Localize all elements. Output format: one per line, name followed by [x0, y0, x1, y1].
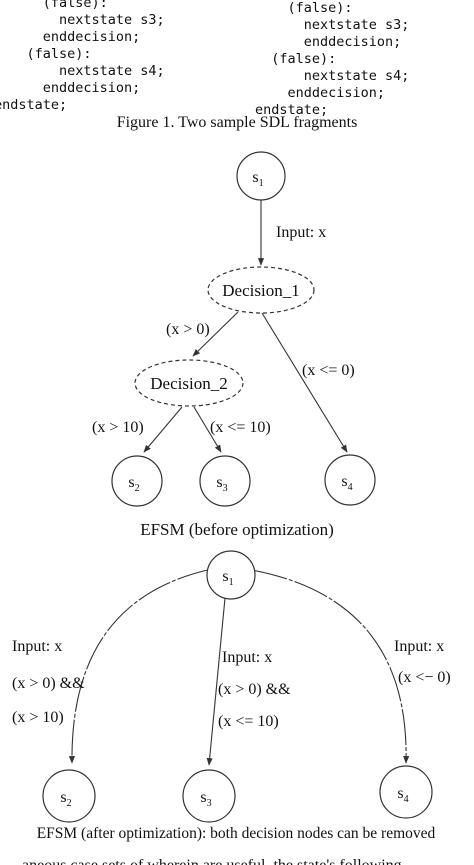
sdl-fragment-right: (false): nextstate s3; enddecision; (fal…	[255, 0, 409, 119]
edge-decision1-decision2	[192, 311, 239, 357]
code-line: enddecision;	[0, 29, 141, 45]
code-line: nextstate s4;	[255, 68, 410, 84]
edge-s1-s4	[251, 569, 410, 764]
code-line: (false):	[0, 46, 92, 62]
code-line: endstate;	[0, 97, 68, 113]
code-line: nextstate s3;	[0, 12, 165, 28]
state-node-s4	[324, 454, 376, 506]
edge-label-right-1: Input: x	[394, 638, 444, 655]
state-node-s4-label: s4	[397, 785, 408, 805]
state-node-s2-label: s2	[128, 474, 139, 494]
edge-label-left-3: (x > 10)	[12, 709, 64, 726]
truncated-body-text: aneous case sets of wherein are useful, …	[22, 857, 402, 865]
edge-decision2-s3	[193, 406, 222, 453]
edge-label-x-gt-10: (x > 10)	[92, 419, 144, 436]
state-node-s4-label: s4	[341, 473, 352, 493]
decision-node-1-label: Decision_1	[222, 281, 299, 300]
figure-caption: Figure 1. Two sample SDL fragments	[116, 114, 358, 131]
state-node-s2-label: s2	[60, 789, 71, 809]
state-node-s2	[42, 769, 96, 823]
edge-s1-s3	[206, 597, 226, 766]
edge-label-x-gt-0: (x > 0)	[166, 321, 210, 338]
efsm-before: Input: x (x > 0) (x <= 0) (x > 10) (x <=…	[92, 151, 376, 539]
edge-label-middle-2: (x > 0) &&	[218, 681, 291, 698]
state-node-s1-label: s1	[252, 169, 263, 189]
edge-s1-s2	[68, 568, 213, 764]
decision-node-1	[207, 266, 315, 314]
edge-label-middle-3: (x <= 10)	[218, 713, 279, 730]
edge-label-left-2: (x > 0) &&	[12, 675, 85, 692]
efsm-after: Input: x (x > 0) && (x > 10) Input: x (x…	[12, 550, 451, 842]
sdl-fragment-left: (false): nextstate s3; enddecision; (fal…	[0, 0, 165, 114]
edge-label-x-le-10: (x <= 10)	[210, 419, 271, 436]
code-line: (false):	[255, 51, 337, 67]
state-node-s3	[199, 455, 251, 507]
efsm-after-caption: EFSM (after optimization): both decision…	[37, 825, 436, 842]
code-line: nextstate s4;	[0, 63, 165, 79]
edge-label-x-le-0: (x <= 0)	[302, 362, 355, 379]
code-line: (false):	[255, 0, 353, 16]
state-node-s2	[111, 455, 163, 507]
state-node-s1	[206, 550, 256, 600]
code-line: (false):	[0, 0, 108, 11]
decision-node-2-label: Decision_2	[150, 374, 227, 393]
edge-label-input: Input: x	[276, 224, 326, 241]
edge-decision2-s2	[143, 406, 183, 453]
code-line: endstate;	[255, 102, 329, 118]
code-line: enddecision;	[0, 80, 141, 96]
edge-label-left-1: Input: x	[12, 638, 62, 655]
efsm-before-caption: EFSM (before optimization)	[140, 520, 334, 539]
state-node-s3-label: s3	[200, 789, 211, 809]
state-node-s3-label: s3	[216, 474, 227, 494]
edge-decision1-s4	[261, 312, 348, 453]
code-line: nextstate s3;	[255, 17, 410, 33]
edge-label-middle-1: Input: x	[222, 649, 272, 666]
edge-label-right-2: (x <− 0)	[398, 669, 451, 686]
state-node-s1-label: s1	[222, 568, 233, 588]
state-node-s3	[182, 769, 236, 823]
state-node-s1	[236, 151, 286, 201]
code-line: enddecision;	[255, 34, 402, 50]
state-node-s4	[379, 765, 433, 819]
code-line: enddecision;	[255, 85, 386, 101]
decision-node-2	[134, 359, 244, 407]
